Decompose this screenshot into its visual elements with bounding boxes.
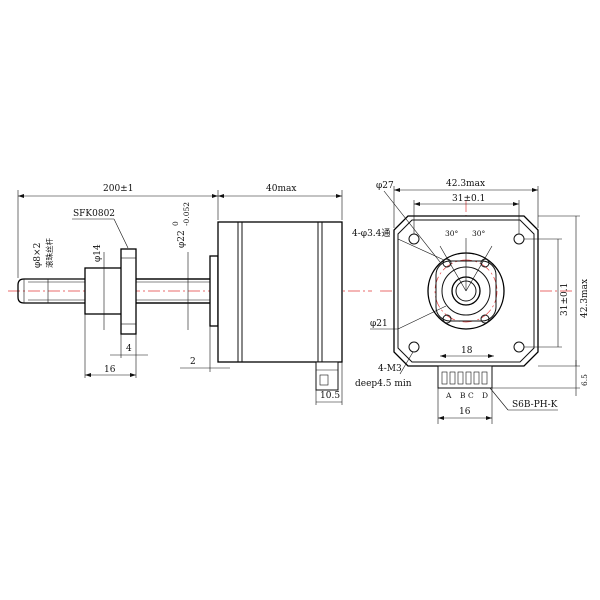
connector-length-label: 10.5	[320, 391, 340, 401]
pin-label-c: C	[468, 391, 474, 400]
arrow-hs-r	[513, 202, 519, 206]
motor-body	[217, 221, 343, 363]
arrow-cw-l	[438, 416, 444, 420]
angle-line-right	[465, 245, 493, 292]
inner-circle-label: φ21	[370, 319, 388, 329]
screw-type-label: 滚珠丝杆	[44, 238, 54, 268]
body-width-label: 42.3max	[446, 179, 485, 189]
nut-hole-tl	[442, 258, 452, 268]
connector-pin	[449, 371, 456, 385]
motor-length-label: 40max	[266, 184, 296, 194]
mount-hole-bl	[408, 341, 420, 353]
connector-pins	[441, 371, 488, 385]
angle-right-label: 30°	[472, 229, 486, 238]
connector-model-leader	[489, 387, 509, 411]
pin-label-d: D	[482, 391, 488, 400]
boss-height-label: 2	[190, 357, 196, 367]
connector-pin	[457, 371, 464, 385]
side-view: 200±1 40max SFK0802 φ8×2 滚珠丝杆 φ14 φ22 0 …	[8, 184, 372, 405]
flange-diameter-label: φ22	[177, 230, 187, 248]
thread-depth-label: deep4.5 min	[355, 379, 412, 389]
front-connector	[437, 365, 493, 389]
nut-hole-tr	[480, 258, 490, 268]
pin-label-a: A	[445, 391, 452, 400]
motor-face-inner	[397, 219, 535, 363]
connector-pin	[441, 371, 448, 385]
connector-width-label: 16	[459, 407, 471, 417]
connector-offset-label: 6.5	[580, 374, 589, 386]
angle-left-label: 30°	[445, 229, 459, 238]
hole-spacing-label: 31±0.1	[452, 194, 485, 204]
nut-flange	[120, 248, 137, 335]
arrow-bw-l	[394, 188, 400, 192]
nut-hole-br	[480, 314, 490, 324]
arrow-bw-r	[532, 188, 538, 192]
arrow-mid-l	[212, 194, 218, 198]
mount-thread-leader	[399, 351, 414, 375]
nut-model-label: SFK0802	[73, 209, 115, 219]
connector-pin	[465, 371, 472, 385]
boss-diameter-label: φ27	[376, 181, 394, 191]
arrow-cw-r	[486, 416, 492, 420]
mount-thread-label: 4-M3	[378, 364, 402, 374]
arrow-nut-r	[130, 373, 136, 377]
body-height-group: 42.3max	[580, 279, 590, 318]
nut-holes-label: 4-φ3.4通	[352, 228, 390, 239]
connector-pin	[481, 371, 488, 385]
nut-length-label: 16	[104, 365, 116, 375]
nut-dia-group: φ14	[93, 244, 103, 262]
flange-tol-lower: -0.052	[182, 202, 191, 226]
side-connector	[315, 361, 339, 391]
nut-hole-bl	[442, 314, 452, 324]
front-view: 30° 30° 42.3max 31±0.1 φ27 4-φ3.4通	[352, 179, 590, 424]
arrow-right	[336, 194, 342, 198]
inner-circle-leader	[397, 305, 447, 330]
flange-dia-group: φ22 0 -0.052	[171, 202, 191, 248]
flange-thickness-label: 4	[126, 344, 132, 354]
conn-offset-group: 6.5	[580, 374, 589, 386]
screw-spec-label: φ8×2	[33, 243, 43, 268]
screw-spec-group: φ8×2 滚珠丝杆	[33, 238, 54, 268]
body-height-label: 42.3max	[580, 279, 590, 318]
motor-boss	[209, 255, 219, 327]
pin-pitch-label: 18	[461, 346, 473, 356]
pin-label-b: B	[460, 391, 466, 400]
arrow-mid-r	[218, 194, 224, 198]
overall-length-label: 200±1	[103, 184, 133, 194]
arrow-pp-r	[488, 354, 494, 358]
connector-pin	[473, 371, 480, 385]
side-connector-pin	[319, 374, 329, 386]
flange-tol-upper: 0	[171, 221, 180, 226]
arrow-left	[18, 194, 24, 198]
nut-holes-leader	[397, 238, 445, 261]
nut-model-leader	[113, 218, 129, 249]
boss-dia-leader	[383, 190, 441, 263]
angle-line-left	[439, 245, 467, 292]
nut-diameter-label: φ14	[93, 244, 103, 262]
hole-vert-group: 31±0.1	[560, 283, 570, 316]
arrow-hs-l	[414, 202, 420, 206]
hole-spacing-vertical-label: 31±0.1	[560, 283, 570, 316]
arrow-nut-l	[85, 373, 91, 377]
connector-model-label: S6B-PH-K	[512, 400, 558, 410]
arrow-pp-l	[440, 354, 446, 358]
